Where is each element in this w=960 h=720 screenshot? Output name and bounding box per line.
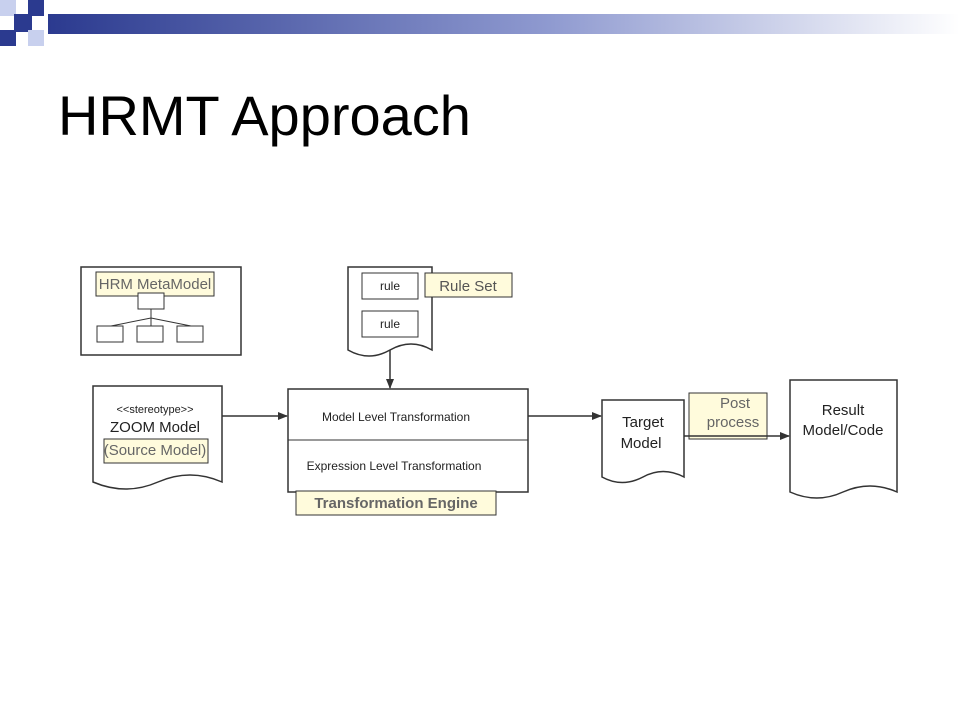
source-model-name: ZOOM Model [110, 419, 200, 436]
header-bar [48, 14, 960, 34]
deco-square [0, 0, 16, 16]
target-model-document: Target Model [601, 399, 685, 484]
metamodel-label: HRM MetaModel [99, 276, 212, 293]
target-model-line2: Model [621, 435, 662, 452]
rule-set-document: rule rule Rule Set [347, 266, 513, 357]
result-document: Result Model/Code [789, 379, 898, 499]
model-level-transformation: Model Level Transformation [322, 410, 470, 424]
deco-square [0, 30, 16, 46]
rule-set-label: Rule Set [439, 278, 497, 295]
post-process-line1: Post [720, 395, 751, 412]
transformation-engine: Model Level Transformation Expression Le… [287, 388, 529, 516]
source-model-document: <<stereotype>> ZOOM Model (Source Model) [92, 385, 223, 490]
metamodel-box: HRM MetaModel [80, 266, 242, 356]
stereotype-label: <<stereotype>> [116, 404, 193, 416]
result-line1: Result [822, 402, 865, 419]
deco-square [14, 14, 32, 32]
rule-label: rule [380, 279, 400, 293]
slide-decoration [0, 0, 960, 46]
deco-square [28, 30, 44, 46]
post-process-line2: process [707, 414, 760, 431]
result-line2: Model/Code [803, 422, 884, 439]
source-model-role: (Source Model) [104, 442, 207, 459]
expression-level-transformation: Expression Level Transformation [307, 459, 482, 473]
target-model-line1: Target [622, 414, 665, 431]
rule-label: rule [380, 317, 400, 331]
deco-square [28, 0, 44, 16]
post-process-box: Post process [688, 392, 768, 440]
transformation-engine-label: Transformation Engine [314, 495, 477, 512]
slide-title: HRMT Approach [58, 84, 471, 147]
